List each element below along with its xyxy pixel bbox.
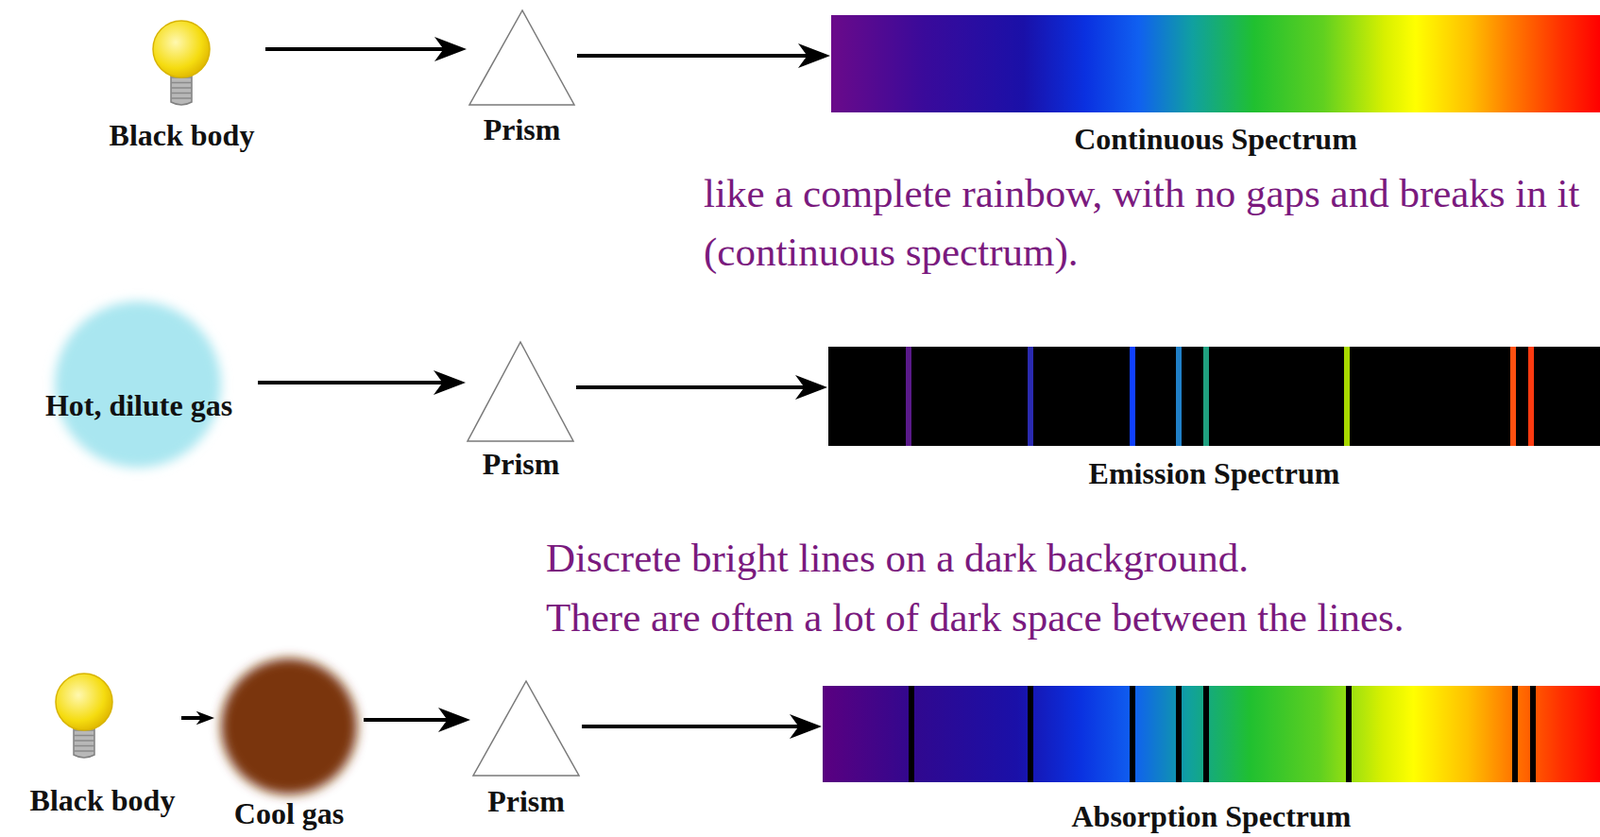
spectral-line	[1512, 685, 1518, 783]
arrow-head	[795, 374, 828, 400]
prism-node: Prism	[467, 7, 577, 152]
prism-outline	[467, 341, 574, 442]
arrow-shaft	[265, 47, 444, 52]
spectral-line	[1027, 346, 1034, 446]
arrow-head	[434, 36, 467, 62]
arrow-connector	[257, 370, 466, 395]
arrow-connector	[581, 714, 822, 739]
spectral-line	[1129, 685, 1136, 783]
spectral-line	[1203, 346, 1209, 446]
gas-cloud	[20, 292, 257, 477]
spectral-line	[1027, 685, 1034, 783]
node-caption: Black body	[24, 782, 181, 818]
spectrum-band: Continuous Spectrum	[831, 15, 1600, 162]
arrow-shaft	[581, 724, 800, 729]
arrow-shaft	[576, 385, 805, 390]
spectral-line	[908, 685, 915, 783]
spectral-line	[1175, 346, 1182, 446]
arrow-shaft	[577, 53, 808, 58]
arrow-shaft	[257, 380, 443, 385]
spectral-line	[1344, 346, 1350, 446]
socket-thread	[170, 82, 192, 85]
prism-node: Prism	[466, 338, 576, 488]
socket-thread	[73, 745, 95, 748]
node-caption: Hot, dilute gas	[20, 388, 257, 423]
arrow-connector	[181, 711, 215, 726]
spectral-line	[1203, 685, 1209, 783]
arrow-connector	[265, 36, 467, 62]
gas-node: Cool gas	[215, 651, 363, 834]
spectrum-band: Absorption Spectrum	[822, 685, 1600, 837]
spectrum-bar	[828, 346, 1600, 446]
node-caption: Continuous Spectrum	[831, 121, 1600, 156]
spectral-line	[1175, 685, 1182, 783]
gas-cloud-fill	[54, 301, 222, 468]
bulb-node: Black body	[24, 666, 181, 823]
arrow-connector	[577, 43, 831, 69]
socket-thread	[170, 97, 192, 100]
spectral-line	[905, 346, 912, 446]
arrow-shaft	[363, 717, 448, 722]
prism-outline	[473, 680, 579, 776]
arrow-head	[789, 714, 822, 739]
spectral-line	[1530, 685, 1536, 783]
note-text: There are often a lot of dark space betw…	[545, 588, 1405, 647]
arrow-connector	[363, 707, 471, 732]
arrow-shaft	[181, 715, 203, 720]
spectral-line	[1528, 346, 1534, 446]
bulb-glass	[55, 673, 113, 731]
spectral-line	[1510, 346, 1516, 446]
arrow-head	[438, 707, 471, 732]
socket-thread	[73, 739, 95, 742]
spectral-line	[1345, 685, 1352, 783]
spectral-line	[1129, 346, 1136, 446]
prism-outline	[469, 10, 575, 105]
bulb-glass	[153, 20, 210, 78]
node-caption: Emission Spectrum	[828, 456, 1600, 491]
gas-cloud-fill	[221, 658, 358, 795]
spectrum-bar	[831, 15, 1600, 113]
socket-thread	[170, 86, 192, 89]
node-caption: Black body	[99, 118, 265, 153]
arrow-head	[798, 43, 831, 69]
arrow-connector	[576, 374, 828, 400]
node-caption: Prism	[466, 446, 576, 481]
note-text: like a complete rainbow, with no gaps an…	[703, 164, 1583, 282]
note-text: Discrete bright lines on a dark backgrou…	[545, 528, 1249, 588]
spectrum-bar	[822, 685, 1600, 783]
spectrum-band: Emission Spectrum	[828, 346, 1600, 494]
node-caption: Prism	[467, 112, 577, 147]
socket-thread	[73, 749, 95, 752]
node-caption: Cool gas	[215, 796, 363, 831]
gas-node: Hot, dilute gas	[20, 292, 257, 477]
bulb-node: Black body	[99, 15, 265, 157]
socket-thread	[170, 92, 192, 95]
node-caption: Absorption Spectrum	[822, 799, 1600, 834]
prism-node: Prism	[471, 676, 581, 820]
arrow-head	[433, 370, 466, 395]
socket-thread	[73, 734, 95, 737]
node-caption: Prism	[471, 783, 581, 818]
arrow-head	[196, 711, 215, 726]
